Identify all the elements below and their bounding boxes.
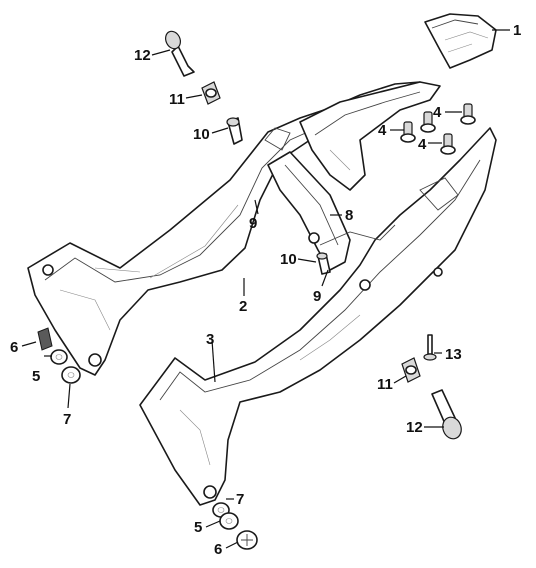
- callout-6a: 6: [10, 339, 18, 356]
- callout-12a: 12: [134, 47, 151, 64]
- callout-2: 2: [239, 298, 247, 315]
- grommet-lower: [316, 252, 331, 275]
- callout-5b: 5: [194, 519, 202, 536]
- grommet-upper: [226, 117, 243, 145]
- rear-cap: [424, 13, 497, 69]
- callout-9a: 9: [249, 215, 257, 232]
- callout-8: 8: [345, 207, 353, 224]
- callout-13: 13: [445, 346, 462, 363]
- nut-upper: [201, 81, 221, 105]
- bolt-lower: [431, 389, 462, 440]
- clip-fasteners: [400, 103, 476, 155]
- callout-10a: 10: [193, 126, 210, 143]
- callout-7b: 7: [236, 491, 244, 508]
- bottom-fastener-stack: [212, 502, 258, 550]
- callout-1: 1: [513, 22, 521, 39]
- callout-4b: 4: [433, 104, 442, 121]
- callout-7a: 7: [63, 411, 71, 428]
- right-side-cover: [139, 127, 497, 506]
- callout-4a: 4: [378, 122, 387, 139]
- callout-3: 3: [206, 331, 214, 348]
- left-fastener-stack: [37, 327, 81, 384]
- callout-12b: 12: [406, 419, 423, 436]
- callout-6b: 6: [214, 541, 222, 558]
- callout-11a: 11: [169, 91, 185, 108]
- nut-lower: [401, 357, 421, 383]
- screw-right: [423, 334, 437, 361]
- callout-9b: 9: [313, 288, 321, 305]
- callout-labels: 1 2 3 4 4 4 5 5 6 6 7 7 8 9 9 10 10 11 1…: [10, 22, 521, 558]
- tail-frame: [299, 81, 441, 191]
- leader-lines: [21, 29, 510, 549]
- callout-11b: 11: [377, 376, 393, 393]
- callout-4c: 4: [418, 136, 427, 153]
- callout-5a: 5: [32, 368, 40, 385]
- bolt-upper: [165, 30, 195, 77]
- callout-10b: 10: [280, 251, 297, 268]
